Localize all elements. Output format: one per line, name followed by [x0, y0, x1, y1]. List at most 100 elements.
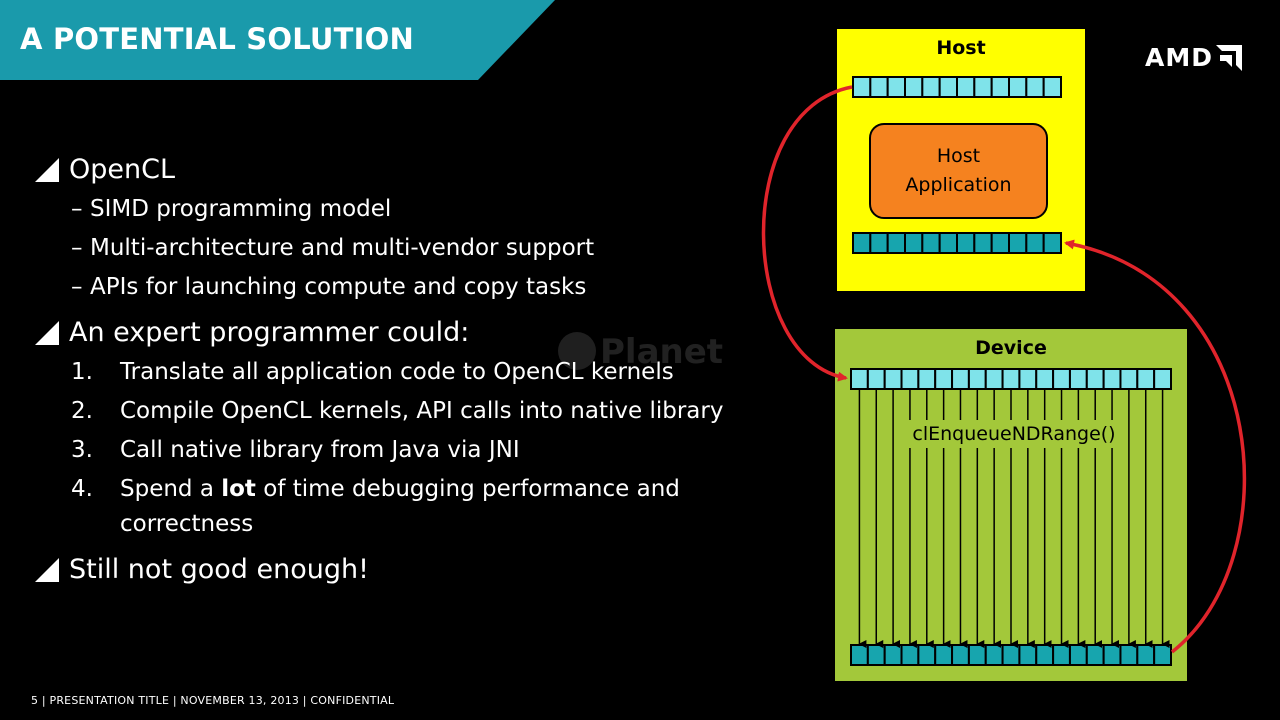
subitem: –APIs for launching compute and copy tas…: [34, 268, 754, 307]
bullet-text: OpenCL: [69, 154, 176, 185]
host-input-buffer-cell: [990, 76, 1011, 98]
item-number: 4.: [71, 476, 93, 502]
bullet-list: OpenCL –SIMD programming model –Multi-ar…: [34, 150, 754, 590]
device-output-buffer-cell: [1102, 644, 1122, 666]
item-text-bold: lot: [221, 476, 256, 502]
host-application-box: Host Application: [869, 123, 1048, 219]
device-output-buffer-cell: [866, 644, 886, 666]
device-input-buffer-cell: [1136, 368, 1156, 390]
watermark-logo-icon: [558, 332, 596, 370]
host-label: Host: [936, 37, 986, 59]
bullet-not-good-enough: Still not good enough!: [34, 550, 754, 590]
device-output-buffer-cell: [850, 644, 869, 666]
item-number: 2.: [71, 398, 93, 424]
dash-marker: –: [71, 196, 83, 222]
host-input-buffer-cell: [852, 76, 872, 98]
host-input-buffer-cell: [904, 76, 924, 98]
subitem: –Multi-architecture and multi-vendor sup…: [34, 229, 754, 268]
item-text-after: of time debugging performance and correc…: [120, 476, 680, 537]
item-number: 1.: [71, 359, 93, 385]
host-output-buffer-cell: [904, 232, 924, 254]
host-input-buffer-cell: [869, 76, 889, 98]
numbered-item: 2. Compile OpenCL kernels, API calls into…: [34, 392, 754, 431]
bullet-text: An expert programmer could:: [69, 317, 470, 348]
device-input-buffer-cell: [1018, 368, 1038, 390]
numbered-item: 1. Translate all application code to Open…: [34, 353, 754, 392]
device-output-buffer-cell: [1136, 644, 1156, 666]
host-output-buffer-cell: [921, 232, 941, 254]
host-output-buffer-cell: [938, 232, 959, 254]
slide-footer: 5 | PRESENTATION TITLE | NOVEMBER 13, 20…: [31, 694, 395, 707]
device-input-buffer-cell: [984, 368, 1004, 390]
device-input-buffer-cell: [1001, 368, 1021, 390]
device-input-buffer-cell: [1085, 368, 1105, 390]
amd-arrow-icon: [1215, 45, 1242, 71]
numbered-item: 3.Call native library from Java via JNI: [34, 431, 754, 470]
device-input-buffer-cell: [934, 368, 954, 390]
host-output-buffer-cell: [886, 232, 907, 254]
device-output-buffer-cell: [1085, 644, 1105, 666]
bullet-opencl: OpenCL: [34, 150, 754, 190]
host-input-buffer-cell: [1008, 76, 1028, 98]
device-input-buffer-cell: [917, 368, 937, 390]
device-input-buffer-cell: [1153, 368, 1172, 390]
device-output-buffer-cell: [934, 644, 954, 666]
watermark-text: Planet: [600, 332, 724, 372]
item-text: Compile OpenCL kernels, API calls into n…: [120, 398, 724, 424]
device-output-buffer-cell: [883, 644, 903, 666]
host-input-buffer-cell: [938, 76, 959, 98]
subitem-text: Multi-architecture and multi-vendor supp…: [90, 235, 595, 261]
host-output-buffer-cell: [956, 232, 976, 254]
dash-marker: –: [71, 235, 83, 261]
device-output-buffer-cell: [1052, 644, 1071, 666]
device-output-buffer-cell: [984, 644, 1004, 666]
item-text: Spend a lot of time debugging performanc…: [120, 470, 740, 542]
watermark: Planet: [558, 332, 728, 392]
host-output-buffer-cell: [973, 232, 993, 254]
host-output-buffer-cell: [1008, 232, 1028, 254]
triangle-bullet-icon: [35, 558, 59, 582]
triangle-bullet-icon: [35, 158, 59, 182]
logo-text: AMD: [1145, 43, 1213, 72]
host-output-buffer-cell: [1042, 232, 1062, 254]
subitem-text: SIMD programming model: [90, 196, 392, 222]
slide-title: A POTENTIAL SOLUTION: [20, 22, 414, 56]
host-output-buffer-cell: [1025, 232, 1045, 254]
device-input-buffer-cell: [900, 368, 920, 390]
device-output-buffer-cell: [900, 644, 920, 666]
device-output-buffer-cell: [1035, 644, 1055, 666]
host-input-buffer-cell: [973, 76, 993, 98]
device-output-buffer-cell: [1001, 644, 1021, 666]
device-input-buffer-cell: [866, 368, 886, 390]
device-input-buffer-cell: [967, 368, 987, 390]
device-output-buffer-cell: [1153, 644, 1172, 666]
device-input-buffer-cell: [850, 368, 869, 390]
host-input-buffer-cell: [1042, 76, 1062, 98]
item-text: Translate all application code to OpenCL…: [120, 359, 674, 385]
item-number: 3.: [71, 437, 93, 463]
device-output-buffer-cell: [1119, 644, 1139, 666]
device-input-buffer-cell: [1035, 368, 1055, 390]
subitem-text: APIs for launching compute and copy task…: [90, 274, 587, 300]
device-input-buffer-cell: [1068, 368, 1088, 390]
device-output-buffer-cell: [917, 644, 937, 666]
device-input-buffer-cell: [1102, 368, 1122, 390]
device-input-buffer-cell: [1119, 368, 1139, 390]
item-text-before: Spend a: [120, 476, 222, 502]
device-to-host-arrow: [1064, 239, 1247, 654]
host-input-buffer-cell: [886, 76, 907, 98]
host-output-buffer-cell: [990, 232, 1011, 254]
device-input-buffer-cell: [1052, 368, 1071, 390]
host-output-buffer-cell: [869, 232, 889, 254]
subitem: –SIMD programming model: [34, 190, 754, 229]
amd-logo: AMD: [1145, 42, 1242, 74]
numbered-item: 4. Spend a lot of time debugging performa…: [34, 470, 754, 542]
device-input-buffer-cell: [951, 368, 970, 390]
host-input-buffer-cell: [921, 76, 941, 98]
device-output-buffer-cell: [967, 644, 987, 666]
dash-marker: –: [71, 274, 83, 300]
triangle-bullet-icon: [35, 321, 59, 345]
bullet-expert: An expert programmer could:: [34, 313, 754, 353]
host-input-buffer-cell: [1025, 76, 1045, 98]
host-app-line2: Application: [905, 174, 1012, 196]
